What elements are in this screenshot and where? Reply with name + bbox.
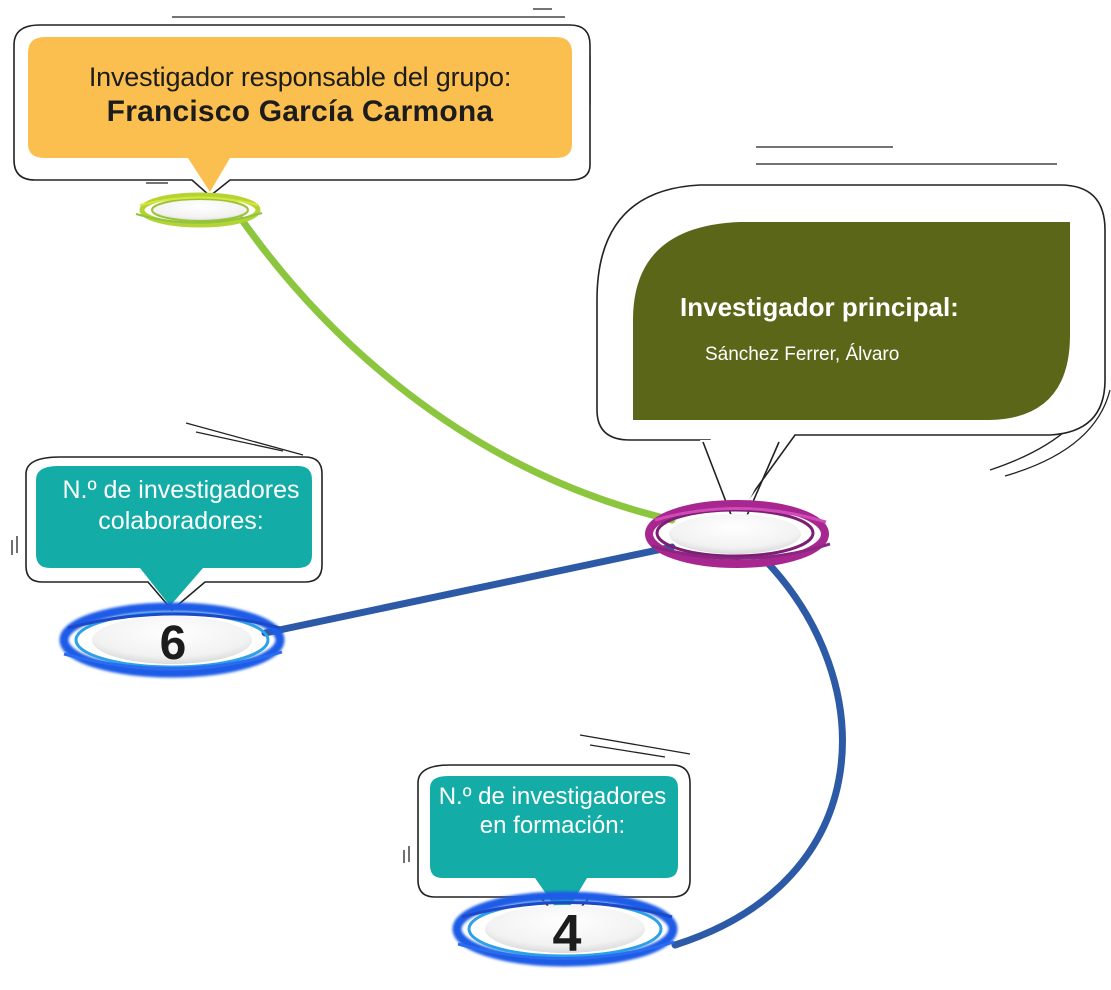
responsible-name: Francisco García Carmona <box>106 95 494 128</box>
node-ring-blue-1 <box>59 602 285 678</box>
principal-title: Investigador principal: <box>680 292 959 322</box>
connector-blue-left <box>261 543 676 637</box>
in-training-label: N.º de investigadores en formación: <box>438 783 667 840</box>
decorative-lines <box>11 8 1111 863</box>
responsible-block: Investigador responsable del grupo: Fran… <box>40 62 560 129</box>
responsible-label: Investigador responsable del grupo: <box>88 62 512 92</box>
principal-name: Sánchez Ferrer, Álvaro <box>705 344 900 365</box>
node-ring-blue-2 <box>452 891 678 967</box>
callout-principal <box>596 184 1106 528</box>
callout-in-training <box>417 764 691 927</box>
collaborators-count: 6 <box>159 617 187 670</box>
in-training-count: 4 <box>552 905 582 963</box>
collaborators-label: N.º de investigadores colaboradores: <box>62 476 300 535</box>
connector-blue-right <box>671 556 846 949</box>
node-ring-magenta <box>645 500 831 568</box>
callout-responsible <box>13 24 591 198</box>
node-ring-green <box>135 192 263 228</box>
callout-collaborators <box>25 456 323 612</box>
connector-green <box>238 216 676 524</box>
